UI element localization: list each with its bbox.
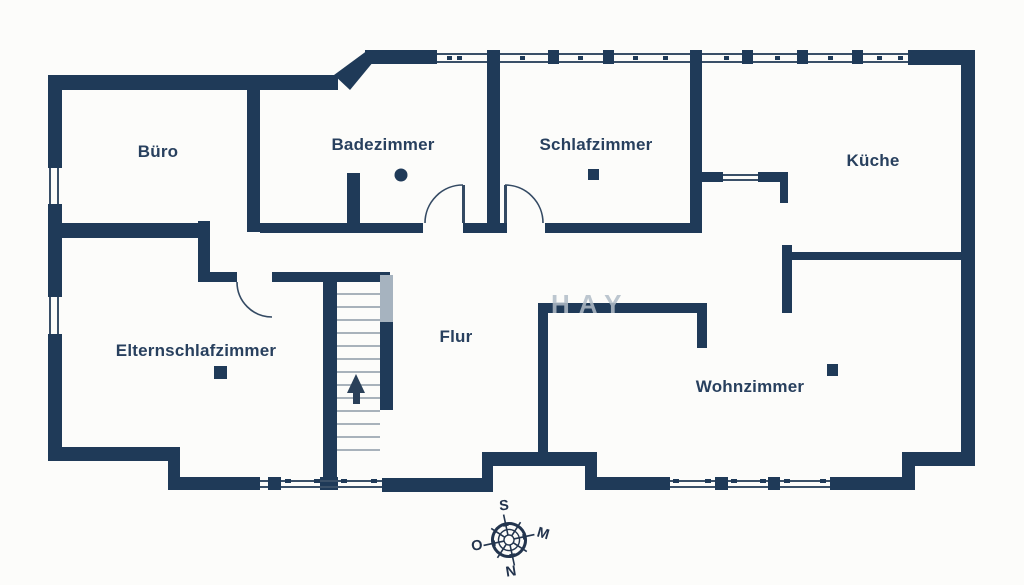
door-leaf-schlafzimmer	[504, 185, 507, 223]
room-label-wohnzimmer: Wohnzimmer	[695, 377, 805, 396]
room-label-flur: Flur	[439, 327, 473, 346]
stair-gray-wall	[380, 275, 393, 322]
door-leaf-badezimmer	[462, 185, 465, 223]
door-arc-elternschlafzimmer	[236, 281, 273, 318]
door-arc-schlafzimmer	[504, 184, 544, 224]
room-label-kueche: Küche	[846, 151, 900, 170]
lamp-symbol-wohnzimmer	[827, 364, 838, 376]
room-label-buero: Büro	[137, 142, 179, 161]
lamp-symbol-elternschlafzimmer	[214, 366, 227, 379]
interior-walls	[62, 60, 962, 490]
compass-rose-icon	[483, 514, 535, 566]
room-label-elternschlafzimmer: Elternschlafzimmer	[115, 341, 277, 360]
stairs-up-arrow	[347, 374, 365, 404]
door-arc-badezimmer	[424, 184, 464, 224]
watermark-text: HAY	[551, 291, 631, 317]
staircase	[337, 293, 380, 451]
lamp-symbol-badezimmer	[394, 168, 408, 182]
compass-letter-left: O	[470, 537, 484, 555]
window-piers	[48, 50, 903, 490]
room-label-schlafzimmer: Schlafzimmer	[539, 135, 653, 154]
room-label-badezimmer: Badezimmer	[331, 135, 435, 154]
window-lines	[49, 53, 908, 488]
doors	[236, 184, 544, 318]
room-symbols	[214, 168, 838, 379]
compass-letter-top: S	[498, 497, 510, 515]
lamp-symbol-schlafzimmer	[588, 169, 599, 180]
outer-walls	[48, 50, 975, 492]
